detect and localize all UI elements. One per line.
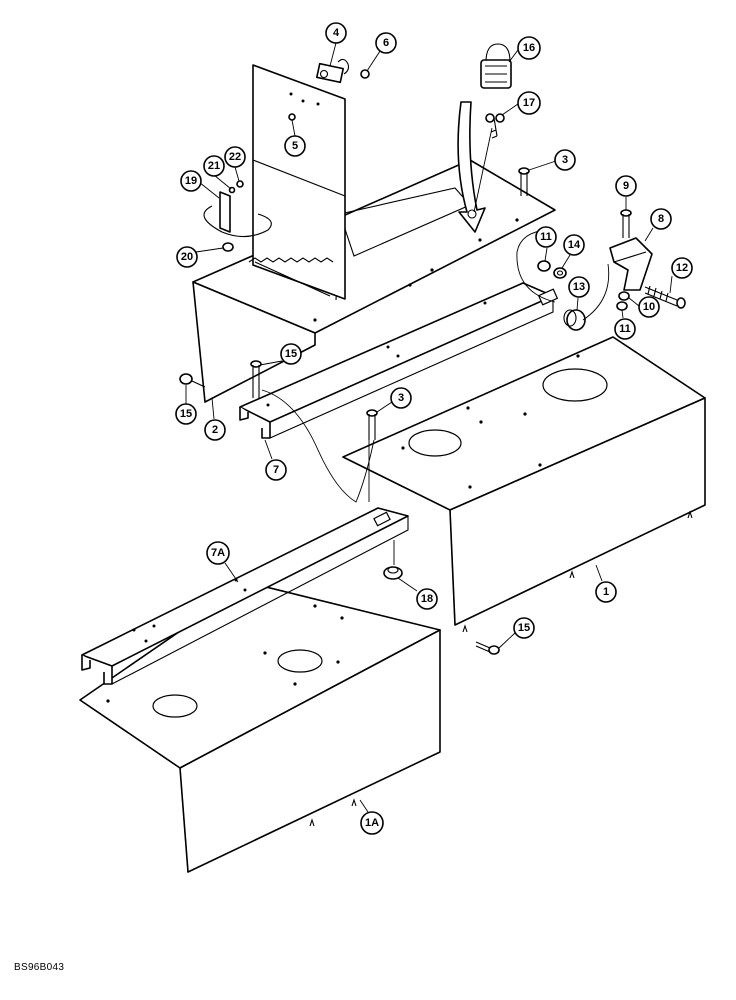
svg-text:1A: 1A <box>365 817 379 829</box>
svg-text:14: 14 <box>568 239 581 251</box>
clamp-19 <box>203 191 272 238</box>
door-panel <box>248 64 346 300</box>
bolt-9 <box>620 209 632 238</box>
callout-11-lower: 11 <box>614 318 636 340</box>
bolt-3-mid <box>366 409 378 440</box>
cover-1A <box>79 582 441 873</box>
callout-18: 18 <box>416 588 438 610</box>
svg-text:3: 3 <box>398 392 404 404</box>
bracket-8 <box>609 237 653 291</box>
assembly-arrow <box>457 101 486 233</box>
callout-15-bracket: 15 <box>280 343 302 365</box>
cover-1 <box>342 336 706 633</box>
svg-text:1: 1 <box>603 586 609 598</box>
assembly-lines <box>261 127 610 565</box>
washer-14 <box>553 267 567 279</box>
svg-text:11: 11 <box>540 231 552 243</box>
callout-15-bottom: 15 <box>513 617 535 639</box>
callout-16: 16 <box>517 36 541 60</box>
callout-6: 6 <box>375 32 397 54</box>
padlock-16 <box>480 43 512 89</box>
callout-2: 2 <box>204 419 226 441</box>
callout-13: 13 <box>568 276 590 298</box>
callout-1: 1 <box>595 581 617 603</box>
nut-10 <box>618 291 630 301</box>
svg-text:7: 7 <box>273 464 279 476</box>
callout-12: 12 <box>671 257 693 279</box>
bolt-15-left <box>179 373 206 388</box>
callout-8: 8 <box>650 208 672 230</box>
svg-text:8: 8 <box>658 213 664 225</box>
nut-18 <box>383 566 403 580</box>
figure-reference-code: BS96B043 <box>14 962 65 973</box>
nut-11-lower <box>616 301 628 311</box>
svg-text:13: 13 <box>573 281 585 293</box>
screw-5 <box>288 113 296 121</box>
svg-text:22: 22 <box>229 151 241 163</box>
callout-7A: 7A <box>206 541 230 565</box>
svg-text:16: 16 <box>523 42 535 54</box>
bolt-15-bottom <box>475 641 500 655</box>
svg-text:17: 17 <box>523 97 535 109</box>
svg-text:9: 9 <box>623 180 629 192</box>
bolt-12 <box>644 285 686 309</box>
key-17 <box>485 113 505 139</box>
nut-6 <box>360 69 370 79</box>
callout-10: 10 <box>638 296 660 318</box>
callout-21: 21 <box>203 155 225 177</box>
svg-text:11: 11 <box>619 323 631 335</box>
grommet-13 <box>563 309 586 331</box>
callout-20: 20 <box>176 246 198 268</box>
bolt-3-top <box>518 167 530 196</box>
callout-14: 14 <box>563 234 585 256</box>
svg-text:10: 10 <box>643 301 655 313</box>
callout-3-top: 3 <box>554 149 576 171</box>
svg-text:19: 19 <box>185 175 197 187</box>
svg-text:3: 3 <box>562 154 568 166</box>
svg-text:6: 6 <box>383 37 389 49</box>
svg-text:21: 21 <box>208 160 220 172</box>
bracket-7A <box>81 507 409 685</box>
latch-4 <box>316 58 350 84</box>
svg-text:20: 20 <box>181 251 193 263</box>
nut-11-upper <box>537 260 551 272</box>
bolt-20 <box>222 242 234 252</box>
callout-22: 22 <box>224 146 246 168</box>
callout-5: 5 <box>284 135 306 157</box>
bolt-15-bracket <box>250 360 262 398</box>
washer-22 <box>236 180 244 188</box>
hasp-eye <box>467 209 477 219</box>
svg-text:18: 18 <box>421 593 433 605</box>
callout-3-mid: 3 <box>390 387 412 409</box>
callout-11-upper: 11 <box>535 226 557 248</box>
svg-text:15: 15 <box>180 408 192 420</box>
callout-17: 17 <box>517 91 541 115</box>
svg-text:4: 4 <box>333 27 340 39</box>
bracket-7 <box>239 282 559 439</box>
svg-text:12: 12 <box>676 262 688 274</box>
callout-9: 9 <box>615 175 637 197</box>
callout-19: 19 <box>180 170 202 192</box>
svg-text:15: 15 <box>518 622 530 634</box>
callout-7: 7 <box>265 459 287 481</box>
callout-15-left: 15 <box>175 403 197 425</box>
svg-text:5: 5 <box>292 140 298 152</box>
callout-4: 4 <box>325 22 347 44</box>
callout-leaders <box>185 42 673 813</box>
svg-text:15: 15 <box>285 348 297 360</box>
callout-1A: 1A <box>360 811 384 835</box>
svg-text:2: 2 <box>212 424 218 436</box>
svg-text:7A: 7A <box>211 547 225 559</box>
